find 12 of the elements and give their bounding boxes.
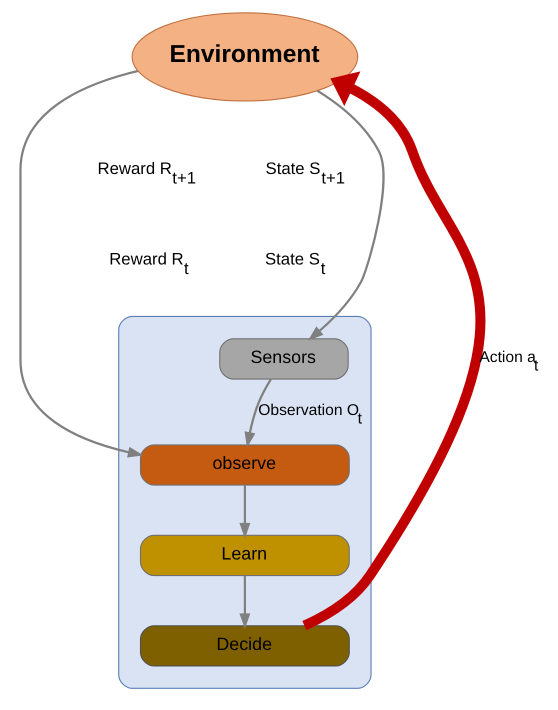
node-box: Sensors: [218, 338, 348, 380]
arrow: [244, 378, 272, 448]
node-box: Learn: [139, 534, 350, 576]
node-box: observe: [139, 444, 350, 486]
node-box: Decide: [139, 625, 350, 666]
arrow: [238, 576, 250, 630]
node-ellipse: Environment: [131, 12, 358, 102]
arrow: [302, 71, 485, 630]
arrow: [307, 90, 384, 341]
arrow: [18, 70, 144, 458]
cluster: [118, 316, 372, 689]
arrow: [238, 485, 250, 539]
